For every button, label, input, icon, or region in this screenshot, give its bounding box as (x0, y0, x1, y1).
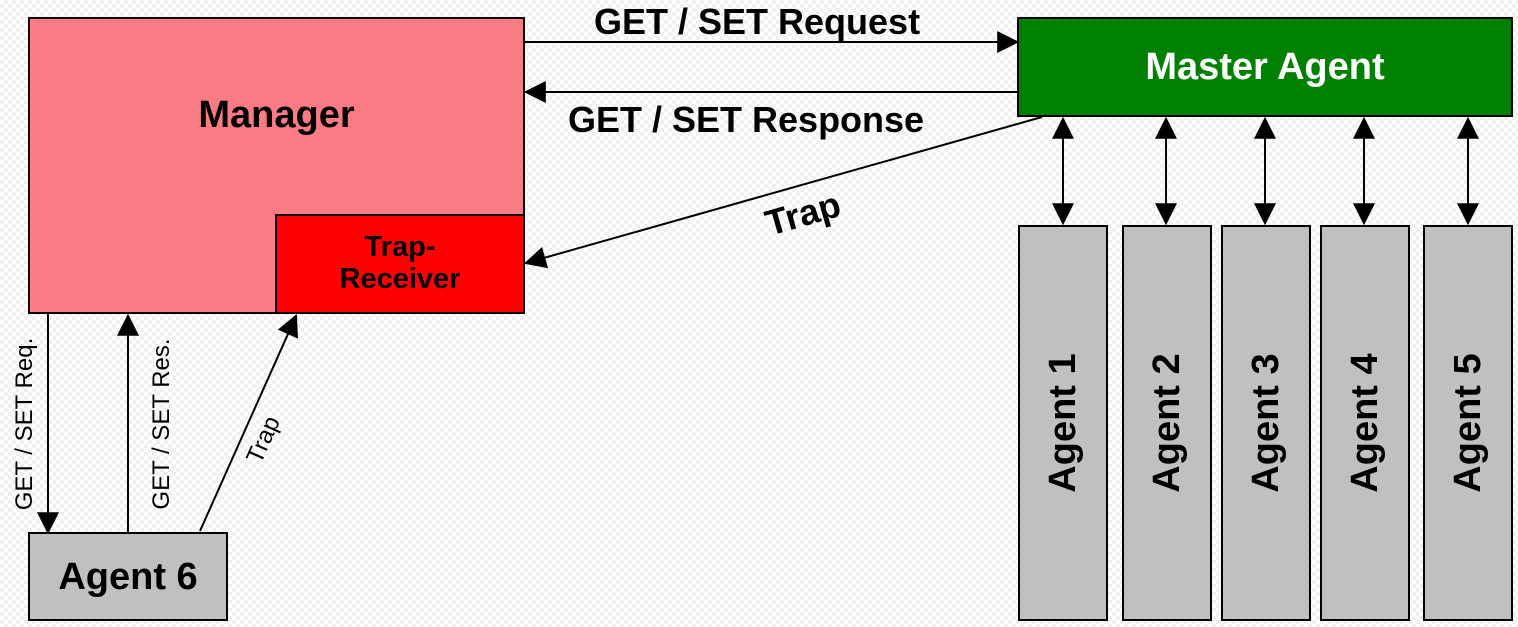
agent-1-label: Agent 1 (1042, 353, 1084, 493)
agent-1-box (1018, 225, 1108, 621)
agent-3-box (1221, 225, 1311, 621)
agent-3-label: Agent 3 (1245, 353, 1287, 493)
agent-2-label: Agent 2 (1146, 353, 1188, 493)
trap-agent6-arrow (199, 313, 298, 532)
get-set-req-edge-label: GET / SET Req. (11, 337, 38, 511)
trap-master-arrow (523, 116, 1043, 269)
agent-4-box (1320, 225, 1410, 621)
get-set-res-edge-label: GET / SET Res. (148, 338, 175, 510)
manager-label: Manager (198, 94, 355, 136)
agent-5-box (1423, 225, 1513, 621)
master-agent-label: Master Agent (1145, 46, 1385, 88)
trap-receiver-box: Trap- Receiver (275, 214, 525, 314)
agent-2-box (1122, 225, 1212, 621)
agent-5-label: Agent 5 (1447, 353, 1489, 493)
agent-4-label: Agent 4 (1344, 353, 1386, 493)
agent-6-box: Agent 6 (28, 532, 228, 621)
response-edge-label: GET / SET Response (568, 99, 925, 140)
agent-6-label: Agent 6 (58, 555, 198, 598)
master-agent-box: Master Agent (1017, 17, 1513, 117)
request-edge-label: GET / SET Request (594, 1, 921, 42)
trap-receiver-label: Trap- Receiver (339, 231, 461, 295)
